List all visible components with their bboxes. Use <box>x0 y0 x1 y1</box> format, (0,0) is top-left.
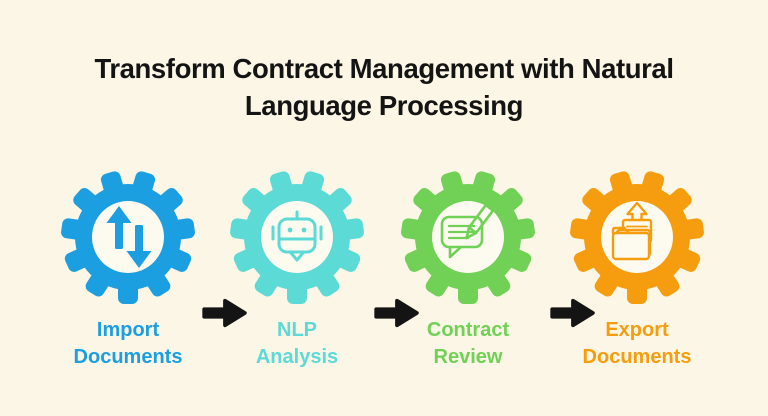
step-label: Import Documents <box>73 319 183 368</box>
note-pencil-icon <box>440 198 499 259</box>
step-export-documents: Export Documents <box>552 167 722 371</box>
step-contract-review: Contract Review <box>383 167 553 371</box>
gear-icon <box>569 169 705 304</box>
gear-icon <box>60 169 196 304</box>
step-label: NLP Analysis <box>255 319 339 368</box>
transfer-arrows-icon <box>106 206 152 268</box>
robot-icon <box>271 210 323 262</box>
flow-arrow-icon <box>202 298 247 328</box>
step-label: Export Documents <box>582 319 692 368</box>
step-nlp-analysis: NLP Analysis <box>212 167 382 371</box>
export-folder-icon <box>611 201 653 261</box>
step-import-documents: Import Documents <box>43 167 213 371</box>
step-label: Contract Review <box>426 319 510 368</box>
flow-arrow-icon <box>550 298 595 328</box>
page-title: Transform Contract Management with Natur… <box>94 53 674 121</box>
flow-arrow-icon <box>374 298 419 328</box>
gear-icon <box>229 169 365 304</box>
gear-icon <box>400 169 536 304</box>
